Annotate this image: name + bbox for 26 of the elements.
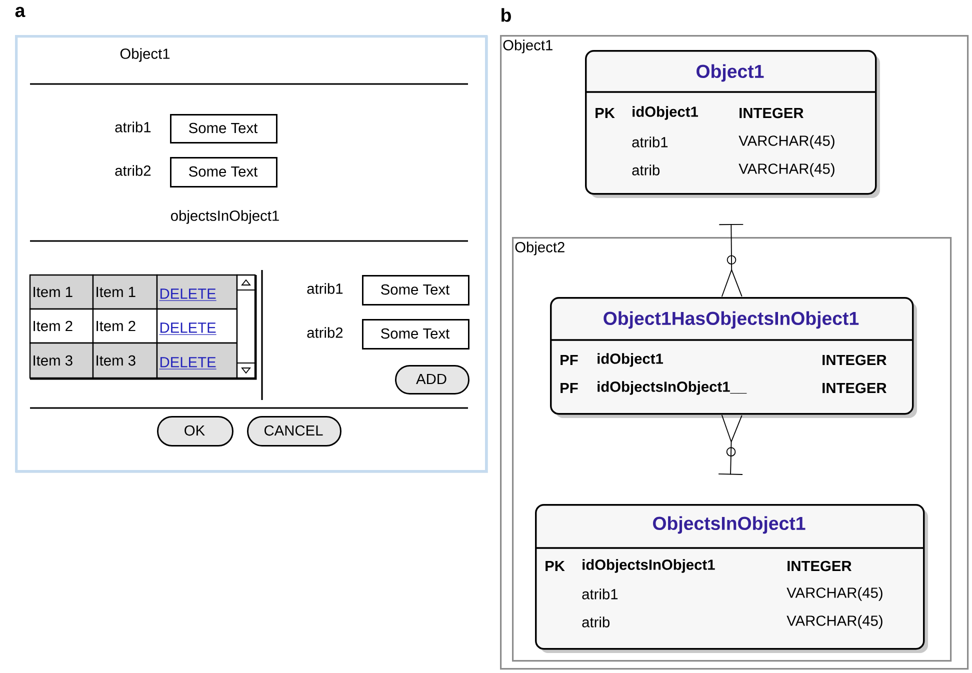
delete-link: DELETE [156,342,238,379]
relationship-line [718,414,743,476]
field-label: atrib1 [115,122,151,132]
text-field: Some Text [362,319,470,350]
table-cell: Item 2 [92,308,158,344]
relationship-line [718,224,744,298]
field-label: atrib1 [307,283,343,294]
panel-label: b [502,8,511,22]
table-cell: Item 1 [29,274,94,310]
field-label: atrib2 [307,327,343,338]
panel-label: a [15,6,26,18]
field-label: atrib2 [115,165,151,176]
table-cell: Item 2 [29,308,94,344]
delete-link: DELETE [156,274,238,310]
button: ADD [395,365,470,394]
table-cell: Item 3 [29,342,94,379]
text-field: Some Text [362,275,470,306]
button: CANCEL [247,416,342,446]
text-field: Some Text [170,114,278,144]
button: OK [157,416,234,446]
section-title: objectsInObject1 [170,210,279,224]
delete-link: DELETE [156,308,238,344]
table-cell: Item 3 [92,342,158,379]
form-title: Object1 [120,48,170,62]
table-cell: Item 1 [92,274,158,310]
text-field: Some Text [170,157,278,188]
